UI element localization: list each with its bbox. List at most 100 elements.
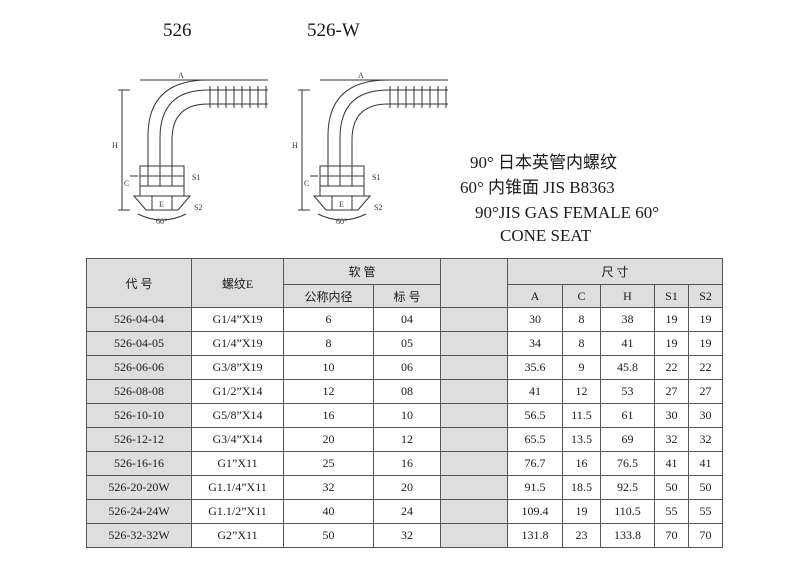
header-thread: 螺纹E <box>191 258 284 308</box>
table-cell: 56.5 <box>507 403 564 428</box>
table-cell: 11.5 <box>562 403 602 428</box>
table-cell: 30 <box>507 307 564 332</box>
table-cell-gap <box>440 475 509 500</box>
header-hose-id: 公称内径 <box>283 284 374 308</box>
table-cell: 526-06-06 <box>86 355 192 380</box>
table-cell: 526-24-24W <box>86 499 192 524</box>
table-cell: 110.5 <box>600 499 656 524</box>
fitting-drawing-526w: A H C S1 S2 60° E <box>292 71 448 226</box>
table-cell: 53 <box>600 379 656 404</box>
table-cell-gap <box>440 355 509 380</box>
table-cell: 12 <box>562 379 602 404</box>
header-hose: 软 管 <box>282 258 442 285</box>
table-cell: 25 <box>283 451 374 476</box>
table-cell: 04 <box>372 307 442 332</box>
table-cell: 12 <box>283 379 374 404</box>
table-cell: 24 <box>372 499 442 524</box>
table-cell: 65.5 <box>507 427 564 452</box>
table-cell: 55 <box>654 499 690 524</box>
table-cell: 526-12-12 <box>86 427 192 452</box>
dim-label-c: C <box>124 179 129 188</box>
table-cell: 18.5 <box>562 475 602 500</box>
table-cell: 32 <box>688 427 724 452</box>
table-cell: 133.8 <box>600 523 656 548</box>
table-cell: 526-04-05 <box>86 331 192 356</box>
table-cell: 76.7 <box>507 451 564 476</box>
header-c: C <box>562 284 602 308</box>
table-cell: 41 <box>654 451 690 476</box>
dim-label-c-w: C <box>304 179 309 188</box>
table-cell: 40 <box>283 499 374 524</box>
table-cell: 45.8 <box>600 355 656 380</box>
dim-label-a: A <box>178 71 184 80</box>
table-cell-gap <box>440 307 509 332</box>
table-cell: 06 <box>372 355 442 380</box>
table-cell: 526-16-16 <box>86 451 192 476</box>
table-cell: 8 <box>562 331 602 356</box>
table-cell: G1/2”X14 <box>191 379 284 404</box>
table-cell: 23 <box>562 523 602 548</box>
table-cell: 131.8 <box>507 523 564 548</box>
table-cell: G1/4”X19 <box>191 307 284 332</box>
table-cell: 19 <box>688 331 724 356</box>
table-cell: 70 <box>688 523 724 548</box>
table-cell: 32 <box>372 523 442 548</box>
table-cell: G2”X11 <box>191 523 284 548</box>
table-cell-gap <box>440 331 509 356</box>
table-cell: 92.5 <box>600 475 656 500</box>
table-cell: 109.4 <box>507 499 564 524</box>
table-cell: 41 <box>688 451 724 476</box>
table-cell: 27 <box>654 379 690 404</box>
dim-label-a-w: A <box>358 71 364 80</box>
table-cell: G1”X11 <box>191 451 284 476</box>
table-cell: 9 <box>562 355 602 380</box>
table-cell: G5/8”X14 <box>191 403 284 428</box>
table-cell: 12 <box>372 427 442 452</box>
table-cell: 19 <box>654 331 690 356</box>
table-cell-gap <box>440 379 509 404</box>
table-cell: 19 <box>562 499 602 524</box>
table-cell: 50 <box>688 475 724 500</box>
dim-label-h-w: H <box>292 141 298 150</box>
description-line-3: 90°JIS GAS FEMALE 60° <box>475 203 660 222</box>
table-cell: 35.6 <box>507 355 564 380</box>
table-cell: 05 <box>372 331 442 356</box>
table-cell: G1.1/2”X11 <box>191 499 284 524</box>
dim-label-s1-w: S1 <box>372 173 380 182</box>
table-cell-gap <box>440 499 509 524</box>
table-cell: 34 <box>507 331 564 356</box>
table-cell-gap <box>440 523 509 548</box>
table-cell: G1.1/4”X11 <box>191 475 284 500</box>
model-label-526: 526 <box>163 20 192 41</box>
table-cell: 30 <box>688 403 724 428</box>
table-cell: 50 <box>654 475 690 500</box>
table-cell: 22 <box>654 355 690 380</box>
table-cell: 13.5 <box>562 427 602 452</box>
table-cell-gap <box>440 427 509 452</box>
header-s1: S1 <box>654 284 690 308</box>
table-cell: 76.5 <box>600 451 656 476</box>
header-s2: S2 <box>688 284 724 308</box>
table-cell: 32 <box>283 475 374 500</box>
table-cell: 41 <box>600 331 656 356</box>
table-cell: G3/4”X14 <box>191 427 284 452</box>
table-cell: 50 <box>283 523 374 548</box>
dim-label-h: H <box>112 141 118 150</box>
table-cell: 22 <box>688 355 724 380</box>
table-cell: 19 <box>654 307 690 332</box>
table-cell: 91.5 <box>507 475 564 500</box>
dim-label-e-w: E <box>339 200 344 209</box>
table-cell: 30 <box>654 403 690 428</box>
table-cell: 16 <box>562 451 602 476</box>
dim-label-e: E <box>159 200 164 209</box>
header-code: 代 号 <box>86 258 192 308</box>
table-cell: 10 <box>283 355 374 380</box>
table-cell: 20 <box>283 427 374 452</box>
description-line-2: 60° 内锥面 JIS B8363 <box>460 178 615 197</box>
